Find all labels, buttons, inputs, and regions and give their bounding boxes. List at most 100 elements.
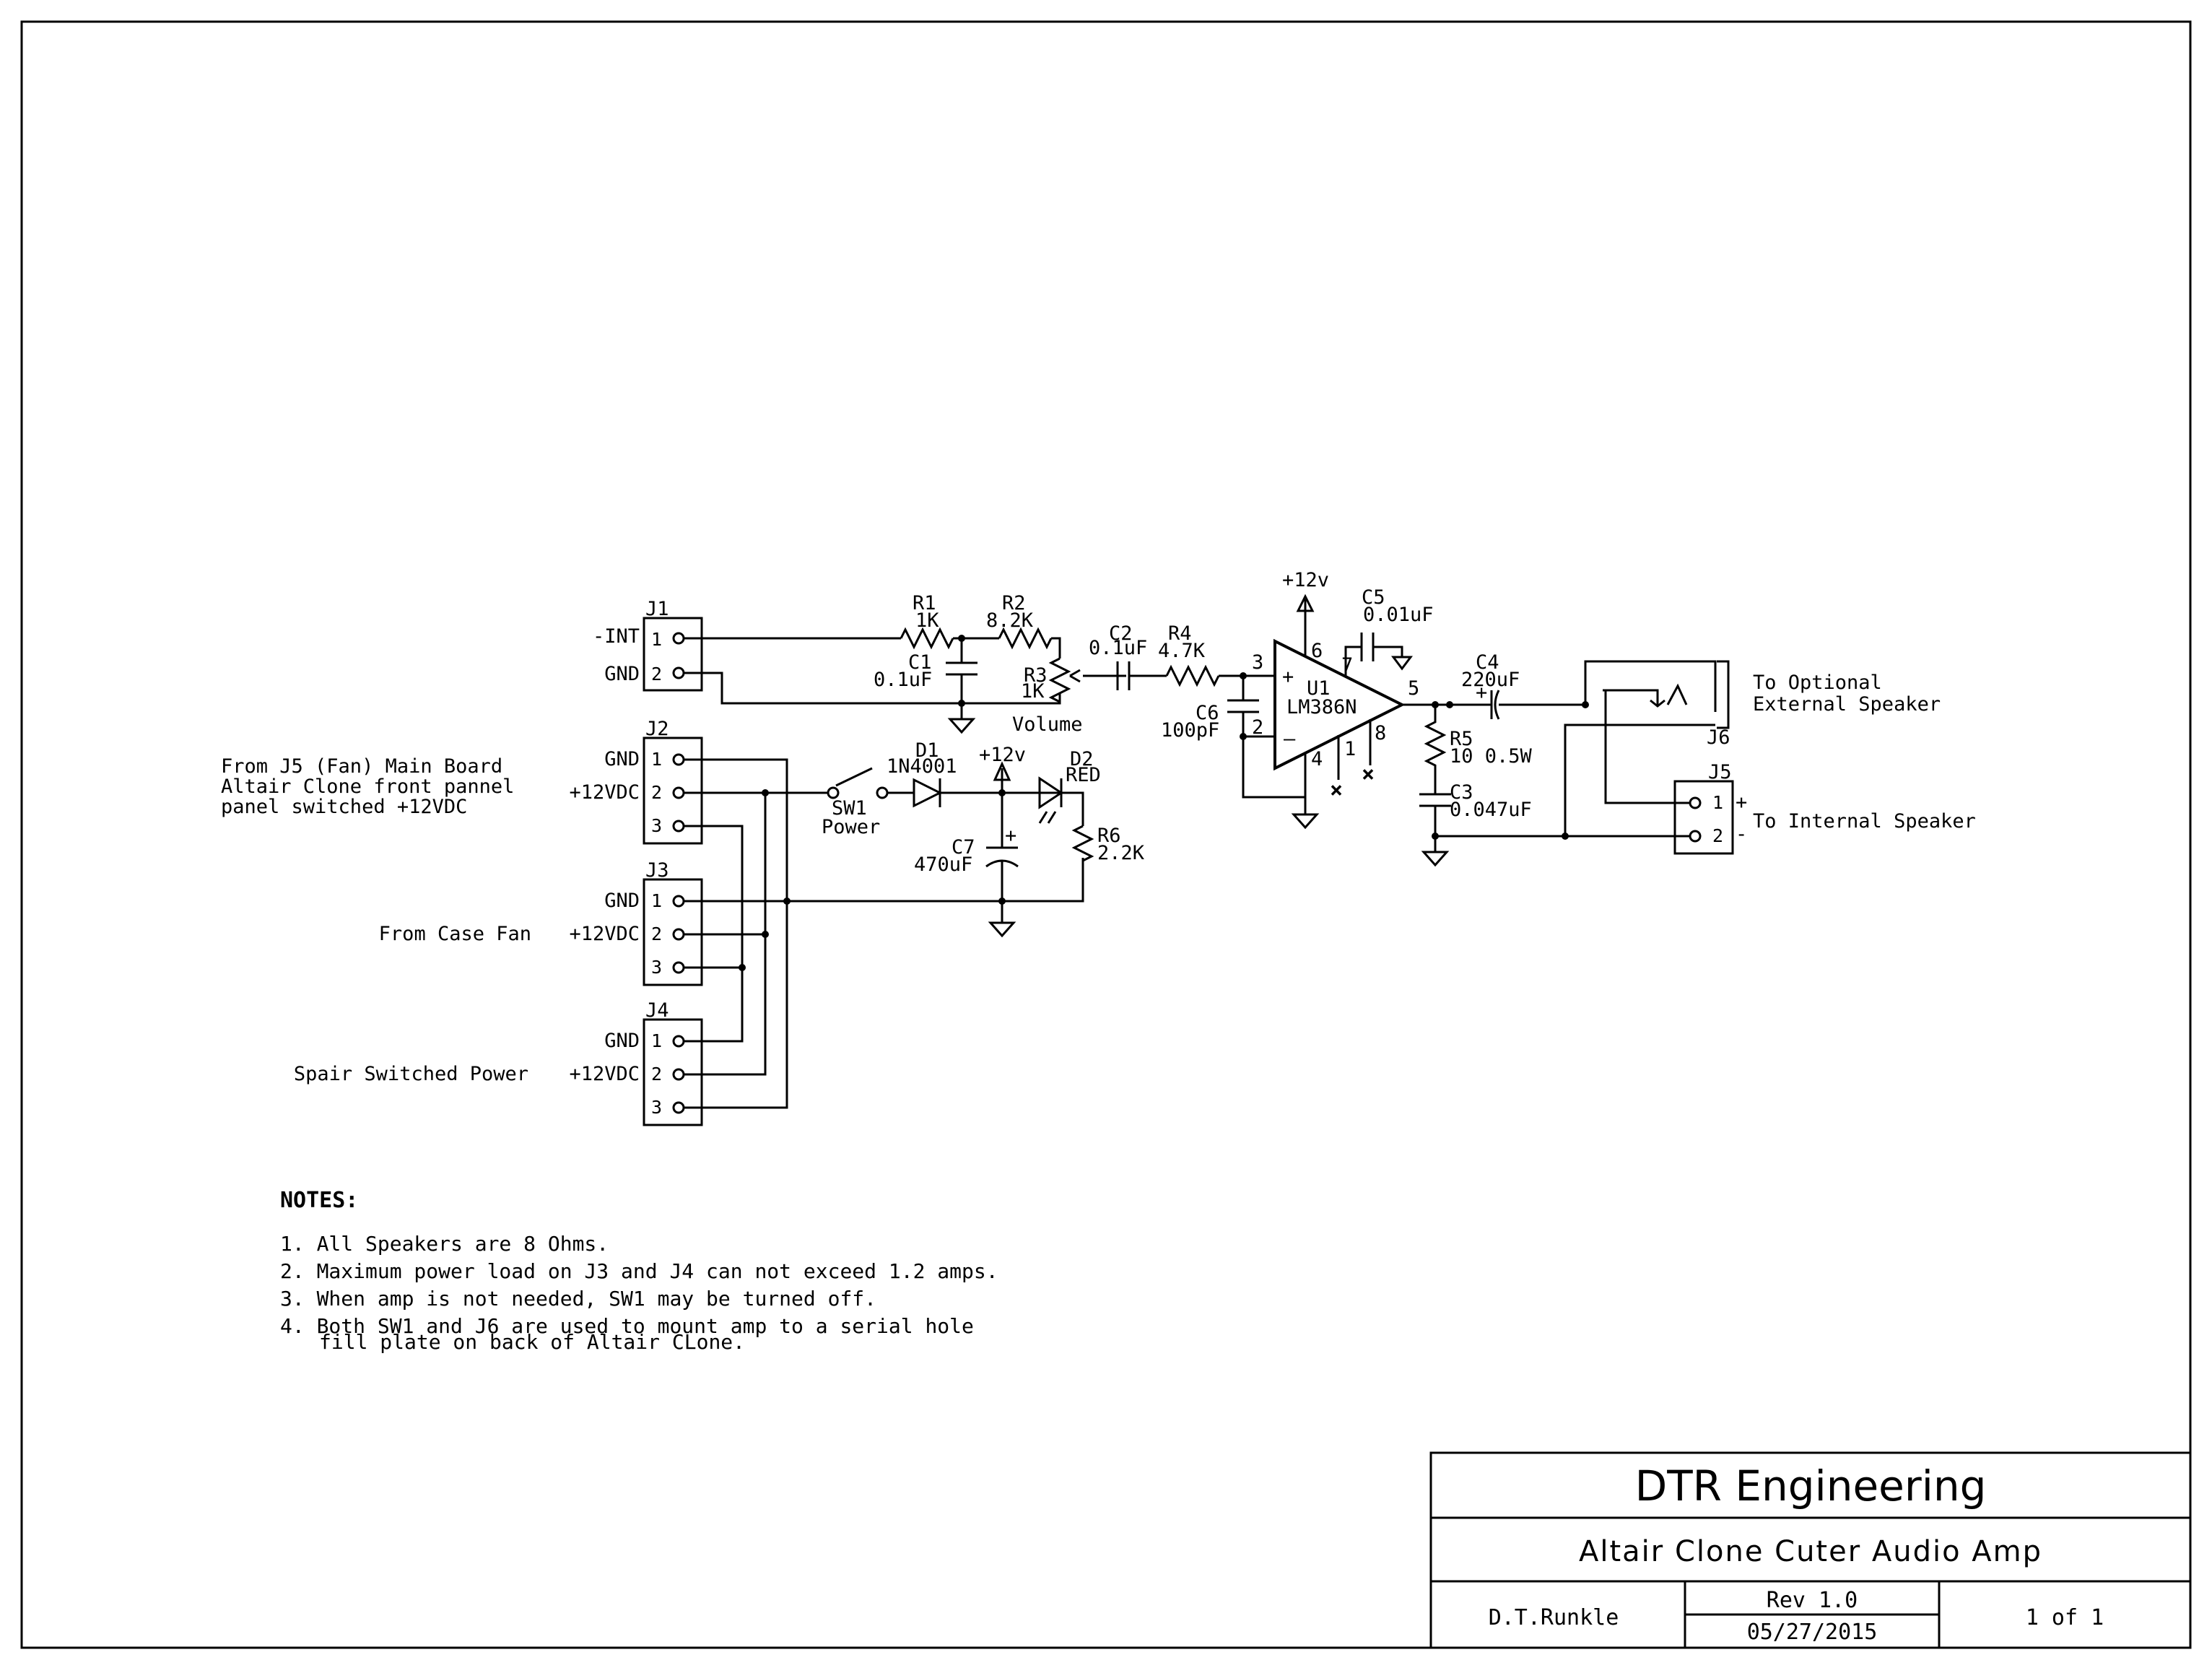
r3-value: 1K	[1021, 680, 1045, 703]
d2-value: RED	[1066, 764, 1101, 786]
c4-capacitor	[1490, 690, 1585, 720]
connector-j6: J6 To Optional External Speaker	[1564, 660, 1941, 836]
c2-capacitor	[1083, 661, 1167, 690]
r5-resistor	[1424, 705, 1447, 794]
author: D.T.Runkle	[1489, 1605, 1619, 1630]
j2-label-gnd: GND	[604, 748, 640, 770]
r2-value: 8.2K	[986, 609, 1034, 632]
j1-pin1: 1	[651, 629, 662, 650]
d1-value: 1N4001	[887, 755, 957, 778]
j2-desc-1: From J5 (Fan) Main Board	[221, 755, 502, 778]
r2-resistor	[998, 627, 1053, 650]
j2-pin3: 3	[651, 815, 662, 836]
connector-j3: J3 1 2 3 GND +12VDC From Case Fan	[379, 859, 703, 986]
r4-value: 4.7K	[1158, 640, 1206, 662]
u1-pin5: 5	[1408, 677, 1419, 700]
led-supply-label: +12v	[979, 744, 1026, 766]
note-3: 3. When amp is not needed, SW1 may be tu…	[280, 1287, 876, 1311]
connector-j5: J5 1 2 + - To Internal Speaker	[1565, 761, 1976, 855]
j6-desc-2: External Speaker	[1753, 693, 1941, 716]
note-4-cont: fill plate on back of Altair CLone.	[319, 1330, 745, 1354]
r4-resistor	[1165, 664, 1220, 687]
j2-label-12v: +12VDC	[569, 781, 640, 804]
r3-potentiometer	[1048, 657, 1071, 703]
c3-ref: C3	[1450, 781, 1473, 804]
j5-polarity-plus: +	[1736, 791, 1747, 814]
r6-value: 2.2K	[1097, 842, 1145, 864]
d2-ref: D2	[1070, 748, 1094, 770]
sw1-switch	[835, 767, 873, 787]
r3-name: Volume	[1012, 713, 1083, 736]
j2-ref: J2	[645, 718, 669, 740]
drawing-title: Altair Clone Cuter Audio Amp	[1579, 1535, 2042, 1568]
c7-value: 470uF	[914, 853, 972, 876]
connector-j2: J2 1 2 3 GND +12VDC From J5 (Fan) Main B…	[221, 718, 703, 845]
c6-ref: C6	[1196, 702, 1219, 724]
u1-pin2: 2	[1252, 716, 1263, 739]
c6-capacitor	[1227, 676, 1259, 736]
u1-pin8: 8	[1375, 722, 1386, 744]
j1-pin2: 2	[651, 664, 662, 685]
d1-diode	[913, 778, 943, 808]
j1-label-gnd: GND	[604, 663, 640, 685]
u1-pin6: 6	[1311, 640, 1323, 662]
c5-ref: C5	[1362, 586, 1385, 609]
u1-pin1-nc: ×	[1330, 778, 1343, 803]
c7-ref: C7	[952, 836, 975, 859]
u1-ref: U1	[1307, 677, 1331, 700]
r1-ref: R1	[913, 592, 936, 614]
r6-resistor	[1071, 825, 1094, 862]
c7-polarity: +	[1005, 825, 1016, 847]
note-1: 1. All Speakers are 8 Ohms.	[280, 1232, 609, 1256]
u1-supply-label: +12v	[1282, 569, 1329, 591]
notes-block: NOTES: 1. All Speakers are 8 Ohms. 2. Ma…	[280, 1188, 998, 1354]
r2-ref: R2	[1002, 592, 1026, 614]
j4-ref: J4	[645, 999, 669, 1022]
note-4: 4. Both SW1 and J6 are used to mount amp…	[280, 1314, 974, 1338]
u1-pin3: 3	[1252, 651, 1263, 674]
j3-label-gnd: GND	[604, 890, 640, 912]
u1-minus-symbol: –	[1284, 728, 1296, 750]
j3-pin2: 2	[651, 924, 662, 944]
j1-ref: J1	[645, 598, 669, 620]
output-network: +	[1419, 682, 1589, 867]
u1-pin7: 7	[1341, 654, 1353, 677]
j4-description: Spair Switched Power	[294, 1063, 528, 1085]
j3-description: From Case Fan	[379, 923, 531, 945]
r4-ref: R4	[1168, 622, 1192, 645]
notes-heading: NOTES:	[280, 1188, 358, 1213]
u1-pin4: 4	[1311, 748, 1323, 770]
u1-amplifier: 3 2 + – U1 LM386N 6 +12v 7 4 1 8 × × 5	[1252, 569, 1492, 830]
c3-value: 0.047uF	[1450, 799, 1532, 821]
c5-value: 0.01uF	[1363, 604, 1434, 626]
c4-value: 220uF	[1461, 669, 1520, 691]
c4-ref: C4	[1476, 651, 1499, 674]
note-2: 2. Maximum power load on J3 and J4 can n…	[280, 1259, 998, 1283]
r6-ref: R6	[1097, 825, 1121, 847]
c6-value: 100pF	[1161, 719, 1219, 742]
r1-resistor	[900, 627, 954, 650]
sheet-border	[20, 20, 2192, 1649]
c4-polarity: +	[1476, 682, 1487, 704]
j4-pin2: 2	[651, 1064, 662, 1085]
j3-pin1: 1	[651, 890, 662, 911]
revision: Rev 1.0	[1767, 1588, 1858, 1613]
u1-pin1: 1	[1344, 738, 1356, 760]
u1-plus-symbol: +	[1282, 666, 1294, 688]
c3-capacitor	[1419, 793, 1451, 852]
j2-pin1: 1	[651, 749, 662, 770]
sheet-number: 1 of 1	[2026, 1605, 2104, 1630]
r5-ref: R5	[1450, 728, 1473, 750]
c7-capacitor	[985, 793, 1019, 923]
r3-ref: R3	[1024, 664, 1048, 687]
connector-j4: J4 1 2 3 GND +12VDC Spair Switched Power	[294, 999, 703, 1126]
r1-value: 1K	[915, 609, 939, 632]
title-block: DTR Engineering Altair Clone Cuter Audio…	[1429, 1451, 2192, 1649]
j2-desc-2: Altair Clone front pannel	[221, 775, 514, 798]
j3-pin3: 3	[651, 957, 662, 978]
j2-pin2: 2	[651, 782, 662, 803]
j5-pin1: 1	[1712, 792, 1723, 813]
j6-desc-1: To Optional	[1753, 672, 1882, 694]
coupling-network	[1083, 661, 1305, 799]
j6-ref: J6	[1707, 726, 1730, 749]
